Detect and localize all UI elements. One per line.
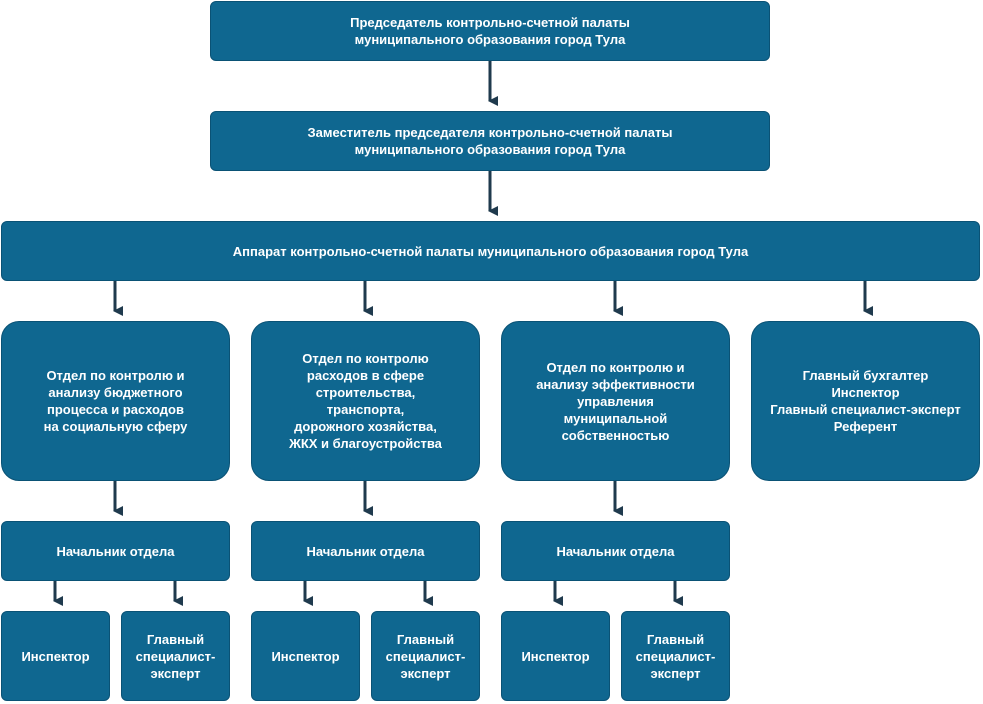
specialist-line: Главный <box>146 631 205 647</box>
department-3-line: собственностью <box>561 427 670 443</box>
department-2-line: строительства, <box>315 385 416 400</box>
department-head-label: Начальник отдела <box>56 543 175 559</box>
specialist-box-3: Главный специалист- эксперт <box>621 611 730 701</box>
staff-box: Главный бухгалтер Инспектор Главный спец… <box>751 321 980 481</box>
specialist-box-1: Главный специалист- эксперт <box>121 611 230 701</box>
department-3-line: анализу эффективности <box>536 376 695 392</box>
department-3-line: Отдел по контролю и <box>546 359 685 375</box>
specialist-line: эксперт <box>150 665 201 681</box>
department-2-line: Отдел по контролю <box>302 351 429 366</box>
staff-line: Главный бухгалтер <box>802 368 929 383</box>
department-box-2: Отдел по контролю расходов в сфере строи… <box>251 321 480 481</box>
deputy-line1: Заместитель председателя контрольно-счет… <box>307 125 673 140</box>
specialist-line: специалист- <box>385 648 466 664</box>
department-1-line: Отдел по контролю и <box>46 368 185 383</box>
department-3-line: управления <box>577 393 654 409</box>
department-2-line: дорожного хозяйства, <box>294 419 437 434</box>
department-head-box-2: Начальник отдела <box>251 521 480 581</box>
staff-line: Референт <box>833 419 898 434</box>
department-1-line: процесса и расходов <box>47 402 184 417</box>
department-2-line: расходов в сфере <box>306 368 425 383</box>
chairman-line2: муниципального образования город Тула <box>354 32 626 47</box>
staff-line: Главный специалист-эксперт <box>770 402 961 417</box>
apparatus-box: Аппарат контрольно-счетной палаты муници… <box>1 221 980 281</box>
specialist-line: эксперт <box>650 665 701 681</box>
inspector-label: Инспектор <box>521 648 590 664</box>
specialist-line: эксперт <box>400 665 451 681</box>
specialist-line: специалист- <box>135 648 216 664</box>
department-1-line: на социальную сферу <box>43 419 188 434</box>
chairman-box: Председатель контрольно-счетной палаты м… <box>210 1 770 61</box>
deputy-box: Заместитель председателя контрольно-счет… <box>210 111 770 171</box>
specialist-line: Главный <box>646 631 705 647</box>
department-1-line: анализу бюджетного <box>48 385 183 400</box>
department-2-line: транспорта, <box>326 402 405 417</box>
department-head-box-3: Начальник отдела <box>501 521 730 581</box>
department-2-line: ЖКХ и благоустройства <box>289 436 442 451</box>
inspector-box-3: Инспектор <box>501 611 610 701</box>
department-3-line: муниципальной <box>563 410 668 426</box>
department-head-label: Начальник отдела <box>306 543 425 559</box>
specialist-line: Главный <box>396 631 455 647</box>
department-box-1: Отдел по контролю и анализу бюджетного п… <box>1 321 230 481</box>
inspector-box-1: Инспектор <box>1 611 110 701</box>
chairman-line1: Председатель контрольно-счетной палаты <box>350 15 630 30</box>
apparatus-label: Аппарат контрольно-счетной палаты муници… <box>232 243 749 259</box>
specialist-box-2: Главный специалист- эксперт <box>371 611 480 701</box>
department-head-label: Начальник отдела <box>556 543 675 559</box>
department-box-3: Отдел по контролю и анализу эффективност… <box>501 321 730 481</box>
inspector-box-2: Инспектор <box>251 611 360 701</box>
staff-line: Инспектор <box>831 385 900 400</box>
specialist-line: специалист- <box>635 648 716 664</box>
deputy-line2: муниципального образования город Тула <box>354 142 626 157</box>
inspector-label: Инспектор <box>271 648 340 664</box>
department-head-box-1: Начальник отдела <box>1 521 230 581</box>
inspector-label: Инспектор <box>21 648 90 664</box>
